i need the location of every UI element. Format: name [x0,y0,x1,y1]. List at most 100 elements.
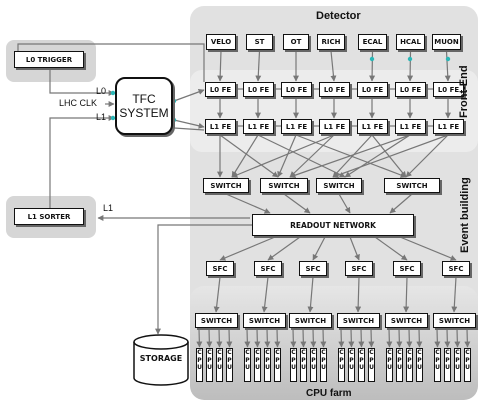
l0-fe-box: L0 FE [395,82,426,97]
tfc-to-l1fe-2 [173,127,205,131]
cpu-letter: U [417,364,422,372]
switch-to-cpu [386,328,393,348]
link-dot [369,56,375,62]
cpu-letter: C [301,349,306,356]
l1fe-to-switch [289,134,335,178]
sfc-to-switch [307,276,314,313]
cpu-letter: C [349,349,354,356]
l0-fe-box: L0 FE [357,82,388,97]
cpu-letter: U [217,364,222,372]
switch-to-cpu [444,328,451,348]
switch-to-cpu [368,328,375,348]
cpu-letter: C [255,349,260,356]
cpu-letter: C [311,349,316,356]
switch-to-cpu [396,328,403,348]
cpu-letter: C [227,349,232,356]
eb-switch-box: SWITCH [384,178,440,193]
l1-fe-box: L1 FE [243,119,274,134]
cpu-letter: C [359,349,364,356]
subdetector-box-ecal: ECAL [358,34,387,50]
farm-switch-box: SWITCH [289,313,332,328]
sfc-box: SFC [206,261,234,276]
cpu-letter: P [359,356,364,364]
l1fe-to-switch [289,134,411,179]
cpu-letter: C [387,349,392,356]
cpu-letter: C [445,349,450,356]
cpu-letter: U [265,364,270,372]
link-dot [110,90,116,96]
l0-fe-box: L0 FE [243,82,274,97]
subdetector-box-ot: OT [283,34,309,50]
network-to-storage [155,224,262,335]
switch-to-cpu [244,328,251,348]
cpu-letter: C [455,349,460,356]
switch-to-cpu [274,328,281,348]
cpu-letter: U [445,364,450,372]
farm-switch-box: SWITCH [195,313,238,328]
tfc-line2: SYSTEM [119,106,169,120]
cpu-letter: U [435,364,440,372]
sfc-box: SFC [393,261,421,276]
detector-to-l0fe [369,50,376,82]
subdetector-box-muon: MUON [432,34,461,50]
cpu-letter: P [339,356,344,364]
switch-to-cpu [254,328,261,348]
switch-to-cpu [310,328,317,348]
cpu-letter: U [465,364,470,372]
detector-to-l0fe [217,50,224,82]
sfc-box: SFC [299,261,327,276]
cpu-letter: P [349,356,354,364]
link-dot [445,56,451,62]
l0-trigger-box: L0 TRIGGER [14,51,84,68]
signal-lhc-clk-label: LHC CLK [59,98,98,108]
network-to-sfc [267,236,301,261]
switch-to-cpu [454,328,461,348]
cpu-letter: U [387,364,392,372]
cpu-letter: U [255,364,260,372]
l1fe-to-switch [277,134,297,178]
l1fe-to-switch [405,134,449,178]
cpu-letter: U [207,364,212,372]
l0trigger-to-tfc [49,68,115,96]
tfc-to-l0fe [173,89,205,102]
cpu-letter: P [417,356,422,364]
cpu-letter: C [417,349,422,356]
cpu-letter: C [265,349,270,356]
link-dot [110,115,116,121]
switch-to-network [389,193,413,214]
network-to-sfc [349,236,360,261]
sfc-to-switch [213,276,221,313]
cpu-letter: U [245,364,250,372]
cpu-letter: U [291,364,296,372]
l1fe-to-switch [332,134,373,178]
sfc-to-switch [261,276,269,313]
switch-to-cpu [226,328,233,348]
cpu-letter: U [275,364,280,372]
l0-fe-box: L0 FE [281,82,312,97]
switch-to-cpu [406,328,413,348]
storage-label: STORAGE [139,354,183,363]
cpu-letter: P [311,356,316,364]
switch-to-cpu [338,328,345,348]
cpu-letter: P [275,356,280,364]
l1-sorter-box: L1 SORTER [14,208,84,225]
cpu-letter: C [339,349,344,356]
cpu-letter: U [455,364,460,372]
eb-switch-box: SWITCH [203,178,249,193]
l1-fe-box: L1 FE [395,119,426,134]
l1fe-to-switch [257,134,346,178]
cpu-letter: U [311,364,316,372]
